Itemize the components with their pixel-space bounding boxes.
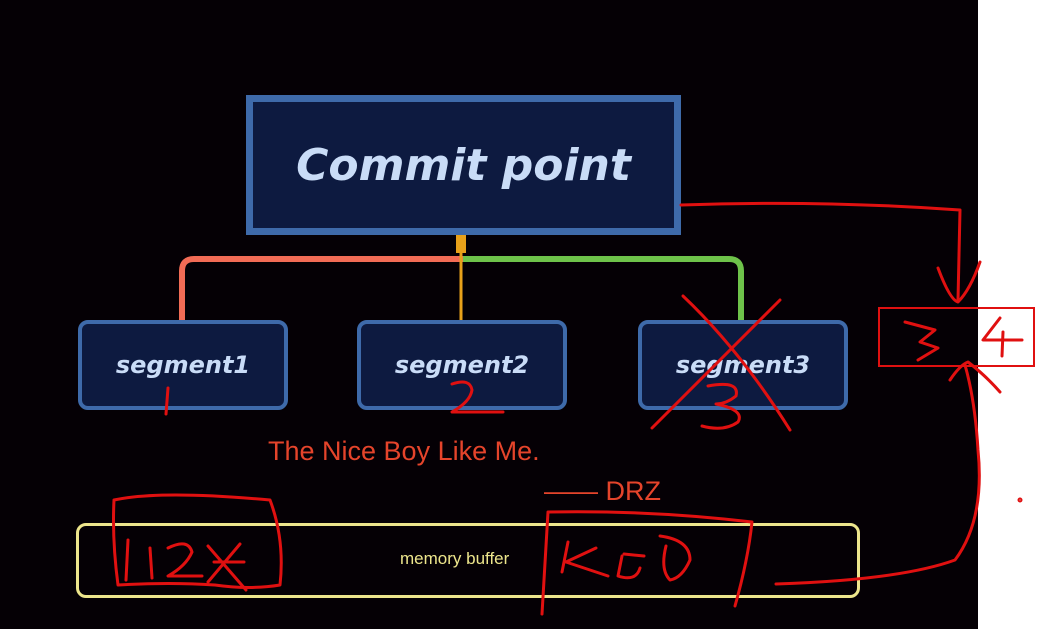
annot-mark-2 [450, 380, 505, 414]
annot-arrow-top [936, 260, 982, 304]
annot-mark-1 [164, 386, 170, 416]
memory-buffer-label: memory buffer [400, 549, 510, 568]
annot-buffer-digits-right [560, 534, 692, 582]
annot-line-top [679, 201, 962, 302]
segment-label-2: segment2 [394, 351, 530, 379]
annot-dot [1017, 497, 1023, 503]
signature-text: —— DRZ [544, 476, 661, 506]
memory-buffer-box [76, 523, 860, 598]
segment-label-1: segment1 [115, 351, 251, 379]
annot-arrow-bottom [948, 360, 1002, 394]
connector-junction [456, 235, 466, 253]
annot-digit-3 [903, 320, 940, 362]
segment-box-2: segment2 [357, 320, 567, 410]
annot-buffer-digits-left [124, 538, 248, 592]
segment-box-1: segment1 [78, 320, 288, 410]
caption-text: The Nice Boy Like Me. [268, 436, 540, 466]
commit-point-label: Commit point [296, 139, 631, 191]
annot-bracket-left [112, 493, 283, 589]
connector-left [179, 256, 463, 320]
annotation-box [878, 307, 1035, 367]
connector-right [463, 256, 744, 320]
annot-digit-4 [981, 316, 1024, 358]
annot-mark-3 [700, 382, 741, 430]
commit-point-box: Commit point [246, 95, 681, 235]
annot-line-bottom [774, 363, 981, 586]
annot-cross-seg3 [650, 294, 792, 432]
annot-bracket-right [540, 510, 754, 616]
segment-label-3: segment3 [675, 351, 811, 379]
